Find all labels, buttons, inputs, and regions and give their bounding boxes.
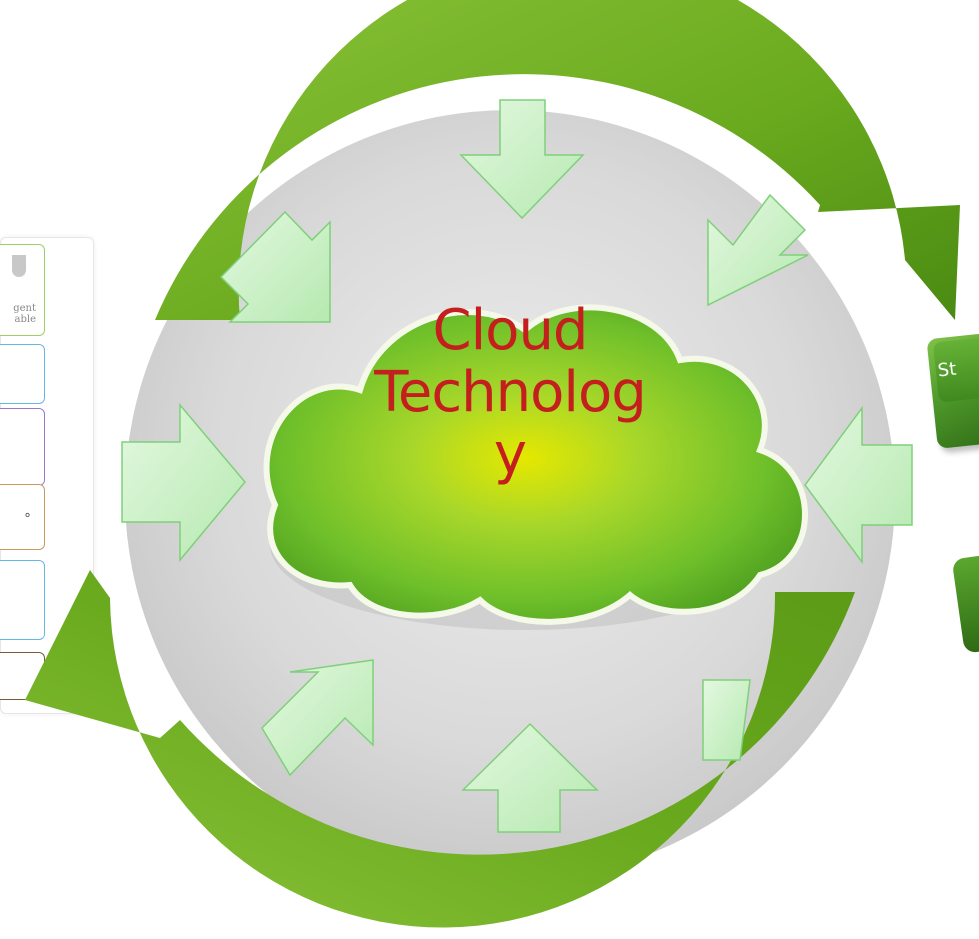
panel-box-2 xyxy=(0,408,45,486)
top-cycle-arrow xyxy=(155,0,960,320)
arrow-icon xyxy=(707,193,809,307)
inward-arrows xyxy=(121,99,913,833)
cloud-shape xyxy=(263,304,808,625)
arrow-icon xyxy=(459,99,585,220)
panel-box-4 xyxy=(0,560,45,640)
step-key-label: St xyxy=(936,358,958,382)
bottom-cycle-arrow xyxy=(25,570,855,928)
arrow-icon xyxy=(121,402,246,563)
badge-icon xyxy=(12,255,26,277)
panel-header-box: gent able xyxy=(0,244,45,336)
title-line-2: Technolog xyxy=(374,360,647,425)
panel-box-3: 。 xyxy=(0,484,45,550)
title-line-1: Cloud xyxy=(432,298,589,363)
arrow-icon xyxy=(702,679,751,761)
panel-header-text: gent able xyxy=(13,303,36,325)
cloud-technology-title: Cloud Technolog y xyxy=(300,300,720,486)
arrow-icon xyxy=(804,405,913,565)
arrow-icon xyxy=(219,210,331,323)
title-line-3: y xyxy=(493,422,527,487)
side-panel: gent able 。 xyxy=(0,237,94,714)
panel-box-1 xyxy=(0,344,45,404)
panel-box-3-text: 。 xyxy=(24,505,38,520)
arrow-icon xyxy=(461,722,599,833)
arrow-icon xyxy=(261,659,374,777)
